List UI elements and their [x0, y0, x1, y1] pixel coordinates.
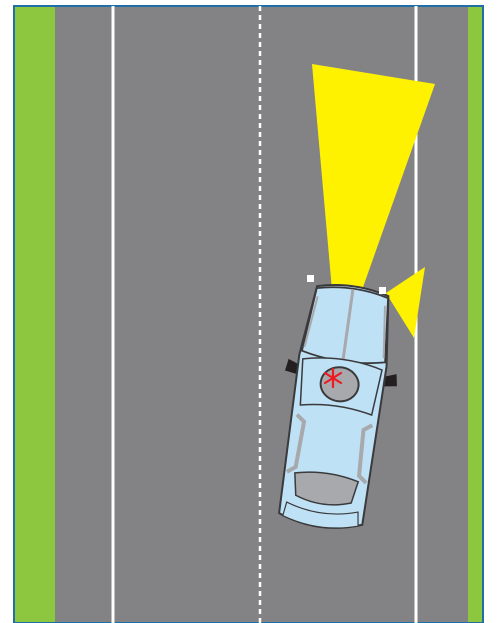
left-grass-shoulder	[14, 6, 55, 623]
right-headlight-marker	[379, 287, 386, 294]
right-grass-shoulder	[468, 6, 483, 623]
left-headlight-marker	[307, 275, 314, 282]
